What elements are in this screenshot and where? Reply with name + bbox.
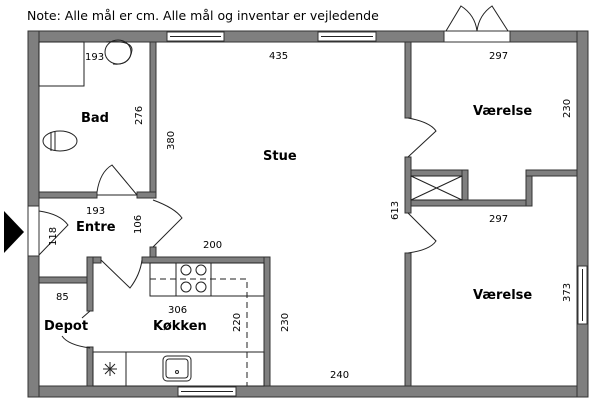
room-label-depot: Depot bbox=[44, 319, 88, 334]
kitchen-fixtures bbox=[92, 262, 265, 387]
extractor-icon bbox=[103, 362, 117, 376]
dim-kokken-length: 220 bbox=[232, 313, 243, 332]
interior-doors bbox=[61, 117, 437, 349]
dim-kokken-width: 306 bbox=[168, 305, 187, 316]
room-label-vaerelse-2: Værelse bbox=[473, 288, 532, 303]
entrance-arrow-icon bbox=[4, 211, 24, 253]
kitchen-sink bbox=[162, 355, 192, 382]
dim-stue-bottom: 240 bbox=[330, 370, 349, 381]
dim-bad-length: 276 bbox=[134, 106, 145, 125]
dim-stue-length: 380 bbox=[166, 131, 177, 150]
interior-walls bbox=[38, 41, 578, 387]
dim-front-door: 118 bbox=[48, 227, 59, 246]
room-label-bad: Bad bbox=[81, 111, 109, 126]
room-label-entre: Entre bbox=[76, 220, 116, 235]
bathroom-fixtures bbox=[38, 39, 133, 152]
room-label-stue: Stue bbox=[263, 149, 297, 164]
dim-stue-lower-length: 230 bbox=[280, 313, 291, 332]
room-label-kokken: Køkken bbox=[153, 319, 207, 334]
dim-stue-width: 435 bbox=[269, 51, 288, 62]
toilet bbox=[42, 130, 78, 152]
dim-entre-width: 193 bbox=[86, 206, 105, 217]
front-door bbox=[4, 205, 69, 257]
dim-stue-lower-width: 200 bbox=[203, 240, 222, 251]
dim-vaerelse-2-length: 373 bbox=[562, 283, 573, 302]
dim-vaerelse-1-length: 230 bbox=[562, 99, 573, 118]
balcony-door bbox=[443, 5, 511, 43]
shower bbox=[38, 41, 85, 87]
plan-note: Note: Alle mål er cm. Alle mål og invent… bbox=[27, 8, 379, 23]
room-label-vaerelse-1: Værelse bbox=[473, 104, 532, 119]
dim-bad-width: 193 bbox=[85, 52, 104, 63]
closet bbox=[410, 175, 463, 201]
dim-hall-length: 613 bbox=[390, 201, 401, 220]
dim-entre-length: 106 bbox=[133, 215, 144, 234]
windows bbox=[166, 31, 588, 397]
dim-vaerelse-2-width: 297 bbox=[489, 214, 508, 225]
dim-depot: 85 bbox=[56, 292, 69, 303]
dim-vaerelse-1-width: 297 bbox=[489, 51, 508, 62]
